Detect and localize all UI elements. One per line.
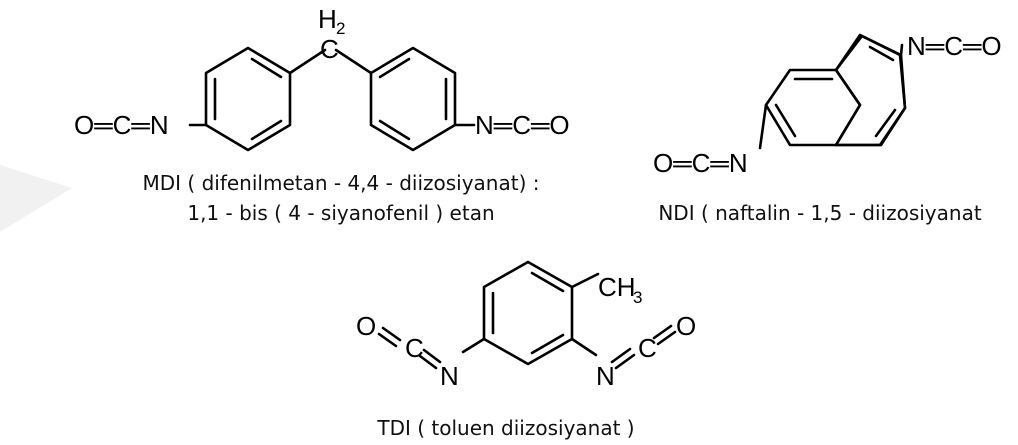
mdi-bridge-c: C xyxy=(320,34,339,64)
ndi-left-ring xyxy=(764,68,862,147)
ndi-right-ring xyxy=(834,34,907,147)
tdi-left-n: N xyxy=(440,361,459,391)
mdi-caption-line1: MDI ( difenilmetan - 4,4 - diizosiyanat)… xyxy=(143,171,540,195)
mdi-bridge-bond-left xyxy=(288,48,327,75)
ndi-bottom-isocyanate: O═C═N xyxy=(653,148,748,178)
tdi-caption: TDI ( toluen diizosiyanat ) xyxy=(376,416,634,440)
mdi-left-isocyanate: O═C═N xyxy=(74,110,169,140)
tdi-structure: CH 3 N C O N C O xyxy=(356,260,696,391)
mdi-right-ring xyxy=(369,46,457,152)
tdi-left-c: C xyxy=(405,333,424,363)
mdi-bridge-bond-right xyxy=(334,48,373,75)
tdi-right-c: C xyxy=(638,333,657,363)
tdi-right-n: N xyxy=(596,361,615,391)
tdi-right-o: O xyxy=(676,311,696,341)
mdi-bridge-h: H xyxy=(318,4,337,34)
mdi-right-isocyanate: N═C═O xyxy=(475,110,570,140)
mdi-structure: H 2 C O═C═N N═C═O xyxy=(74,4,570,152)
tdi-methyl: CH xyxy=(598,272,636,302)
tdi-ring xyxy=(482,260,574,366)
ndi-top-isocyanate: N═C═O xyxy=(907,31,1002,61)
mdi-bridge-h-subscript: 2 xyxy=(336,19,345,38)
ndi-structure: N═C═O O═C═N xyxy=(653,31,1002,178)
mdi-left-ring xyxy=(204,46,292,152)
tdi-methyl-subscript: 3 xyxy=(633,288,642,307)
tdi-methyl-bond xyxy=(570,272,600,289)
watermark-shape xyxy=(0,165,72,232)
mdi-caption-line2: 1,1 - bis ( 4 - siyanofenil ) etan xyxy=(187,201,494,225)
tdi-left-o: O xyxy=(356,311,376,341)
ndi-caption: NDI ( naftalin - 1,5 - diizosiyanat xyxy=(658,201,981,225)
